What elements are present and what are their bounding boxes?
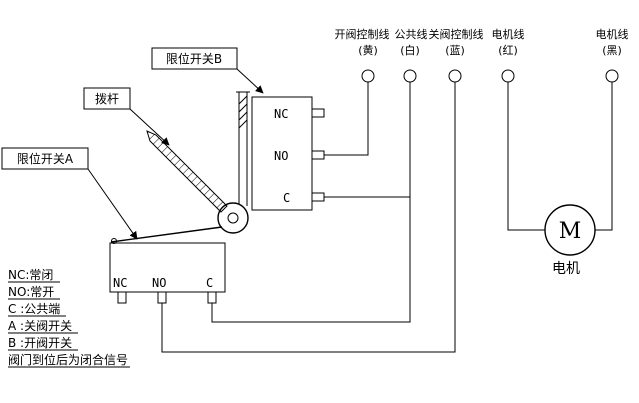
legend-entry-nc: NC:常闭: [8, 268, 53, 282]
terminal-color: (黑): [602, 44, 622, 57]
switch-a-pin-nc-label: NC: [113, 276, 127, 290]
terminal-name: 关阀控制线: [429, 27, 484, 41]
terminal-name: 开阀控制线: [335, 27, 390, 41]
wire-common: [211, 82, 411, 323]
wire-motor-red: [507, 82, 545, 231]
motor-symbol: M: [559, 219, 582, 244]
callout-switch-b: 限位开关B: [151, 47, 264, 94]
switch-b-pin-c: [311, 192, 325, 202]
terminal-color: (白): [400, 43, 420, 57]
limit-switch-a-body: [109, 242, 226, 293]
legend-entry-c: C :公共端: [8, 302, 60, 316]
wire-motor-black: [595, 82, 613, 231]
legend-entry-no: NO:常开: [8, 285, 54, 299]
callout-lever-label: 拨杆: [95, 92, 119, 106]
switch-b-pin-no: [311, 150, 325, 160]
terminal-close-valve-control: 关阀控制线 (蓝): [429, 27, 484, 83]
terminal-circle: [501, 69, 515, 83]
callout-switch-b-label: 限位开关B: [166, 51, 222, 66]
terminal-color: (黄): [358, 43, 378, 57]
switch-a-pin-c-label: C: [206, 276, 213, 290]
callout-lever-leader: [129, 108, 170, 146]
terminal-circle: [361, 69, 375, 83]
terminal-common: 公共线 (白): [395, 27, 428, 83]
wire-open-valve-control: [324, 82, 369, 156]
legend: NC:常闭 NO:常开 C :公共端 A :关阀开关 B :开阀开关 阀门到位后…: [8, 268, 130, 368]
legend-entry-note: 阀门到位后为闭合信号: [8, 352, 128, 367]
switch-a-pin-c: [207, 291, 217, 304]
pivot-inner-circle: [227, 212, 239, 224]
lever-rod: [146, 130, 228, 213]
terminal-motor-black: 电机线 (黑): [596, 27, 629, 83]
switch-b-pin-nc: [311, 108, 325, 118]
terminal-color: (红): [498, 44, 518, 57]
terminal-open-valve-control: 开阀控制线 (黄): [335, 27, 390, 83]
switch-a-hinge: [111, 238, 117, 244]
limit-switch-a: NC NO C: [109, 226, 226, 304]
callout-switch-a-leader: [87, 168, 138, 240]
switch-b-pin-no-label: NO: [274, 149, 288, 163]
terminal-name: 电机线: [596, 27, 629, 41]
switch-a-pin-no-label: NO: [152, 276, 166, 290]
pivot-outer-circle: [217, 202, 249, 234]
switch-a-pin-no: [157, 291, 167, 304]
callout-switch-a-label: 限位开关A: [17, 151, 74, 166]
legend-entry-b: B :开阀开关: [8, 336, 72, 350]
terminal-circle: [605, 69, 619, 83]
motor: M 电机: [544, 204, 596, 277]
terminal-circle: [403, 69, 417, 83]
switch-b-actuator-rod: [236, 91, 250, 206]
terminal-name: 公共线: [395, 27, 428, 41]
callout-lever: 拨杆: [83, 87, 170, 146]
limit-switch-b-body: [251, 96, 313, 211]
wire-close-valve-control: [161, 82, 456, 353]
terminal-name: 电机线: [492, 27, 525, 41]
callout-switch-a: 限位开关A: [1, 147, 138, 240]
motor-circle: [544, 204, 596, 256]
switch-b-pin-nc-label: NC: [274, 107, 288, 121]
switch-a-pin-nc: [117, 291, 127, 304]
legend-entry-a: A :关阀开关: [8, 319, 72, 333]
limit-switch-b: NC NO C: [251, 96, 325, 211]
terminal-motor-red: 电机线 (红): [492, 27, 525, 83]
terminal-circle: [448, 69, 462, 83]
switch-a-lever-arm: [110, 226, 223, 243]
callout-switch-b-leader: [236, 68, 264, 94]
motor-label: 电机: [552, 261, 580, 277]
lever-pivot: [217, 202, 249, 234]
terminal-color: (蓝): [445, 44, 465, 57]
switch-b-pin-c-label: C: [283, 191, 290, 205]
